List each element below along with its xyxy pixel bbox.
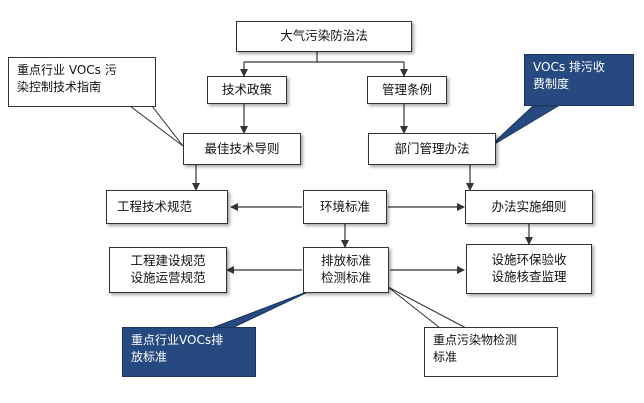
callout-pointer-voc-fee: [487, 105, 560, 149]
node-eng-construction-spec: 工程建设规范 设施运营规范: [109, 247, 227, 293]
callout-voc-fee-system: VOCs 排污收 费制度: [524, 54, 634, 106]
node-tech-policy: 技术政策: [207, 76, 287, 104]
node-best-tech-guide: 最佳技术导则: [183, 133, 301, 165]
callout-pointer-voc-control: [128, 105, 184, 147]
node-emission-standard: 排放标准 检测标准: [303, 247, 389, 293]
node-eng-tech-spec: 工程技术规范: [106, 190, 228, 224]
node-air-pollution-law: 大气污染防治法: [236, 21, 412, 52]
callout-key-industry-voc-emission: 重点行业VOCs排 放标准: [122, 327, 256, 377]
node-implementation-rules: 办法实施细则: [465, 190, 593, 224]
node-env-standard: 环境标准: [303, 190, 387, 224]
callout-key-pollutant-monitoring: 重点污染物检测 标准: [424, 327, 558, 377]
callout-pointer-voc-emission: [211, 289, 313, 329]
callout-key-industry-voc-control: 重点行业 VOCs 污 染控制技术指南: [8, 57, 156, 107]
node-mgmt-regulation: 管理条例: [367, 76, 447, 104]
node-dept-mgmt-method: 部门管理办法: [368, 133, 496, 165]
callout-pointer-pollutant-monitoring: [387, 286, 467, 329]
node-facility-acceptance: 设施环保验收 设施核查监理: [466, 244, 592, 294]
